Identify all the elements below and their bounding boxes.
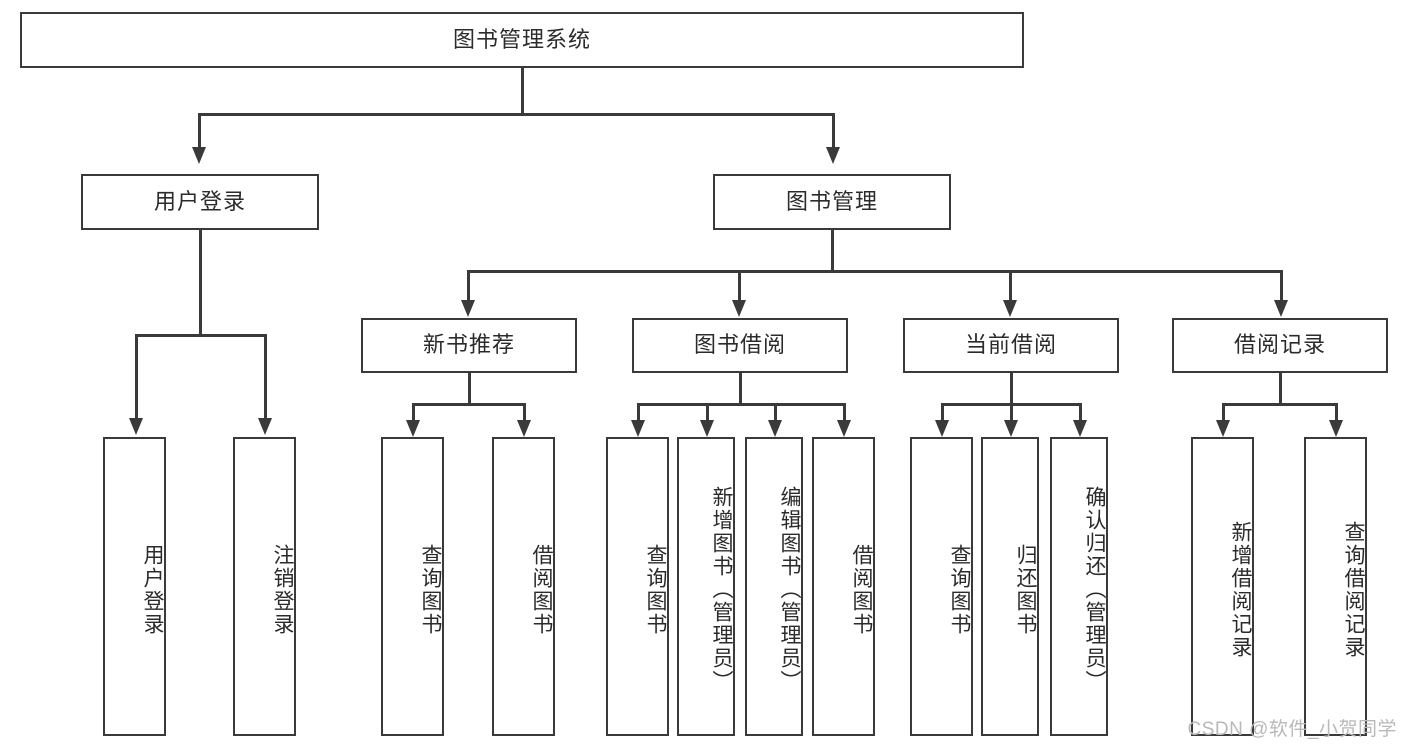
node-root[interactable]: 图书管理系统: [20, 12, 1024, 68]
node-leaf-query-borrow-record[interactable]: 查询借阅记录: [1304, 437, 1367, 736]
node-book-manage[interactable]: 图书管理: [713, 174, 951, 230]
node-leaf-add-borrow-record[interactable]: 新增借阅记录: [1191, 437, 1254, 736]
node-current-borrow[interactable]: 当前借阅: [903, 318, 1119, 373]
arrow-leaf-user-login: [129, 418, 143, 435]
edge-user-login-bus: [135, 334, 266, 337]
edge-br-drop-2: [1335, 403, 1338, 423]
node-borrow-record[interactable]: 借阅记录: [1172, 318, 1388, 373]
edge-br-bus: [1222, 403, 1337, 406]
node-leaf-logout-login[interactable]: 注销登录: [233, 437, 296, 736]
node-leaf-return-book-label: 归还图书: [1014, 543, 1037, 636]
node-new-book-recommend[interactable]: 新书推荐: [361, 318, 577, 373]
arrow-leaf-return-book: [1004, 420, 1018, 437]
node-borrow-record-label: 借阅记录: [1233, 332, 1326, 358]
edge-bb-bus: [637, 403, 845, 406]
edge-nbr-drop-1: [412, 403, 415, 423]
node-leaf-borrow-book-1[interactable]: 借阅图书: [492, 437, 555, 736]
node-leaf-borrow-book-2-label: 借阅图书: [850, 543, 873, 636]
arrow-leaf-borrow-book-1: [517, 420, 531, 437]
edge-user-login-drop-1: [135, 334, 138, 420]
arrow-leaf-edit-book: [768, 420, 782, 437]
edge-user-login-drop-2: [264, 334, 267, 420]
node-leaf-edit-book[interactable]: 编辑图书（管理员）: [745, 437, 803, 736]
node-leaf-user-login[interactable]: 用户登录: [103, 437, 166, 736]
edge-br-drop-1: [1222, 403, 1225, 423]
arrow-leaf-add-borrow-record: [1216, 420, 1230, 437]
edge-bm-drop-1: [467, 270, 470, 302]
node-leaf-query-book-3[interactable]: 查询图书: [910, 437, 973, 736]
edge-book-manage-bus: [467, 270, 1281, 273]
edge-bb-drop-4: [843, 403, 846, 423]
edge-bm-drop-3: [1009, 270, 1012, 302]
node-leaf-query-borrow-record-label: 查询借阅记录: [1342, 520, 1365, 659]
node-root-label: 图书管理系统: [452, 26, 591, 52]
edge-bb-drop-2: [706, 403, 709, 423]
node-leaf-query-book-1-label: 查询图书: [419, 543, 442, 636]
node-leaf-query-book-2[interactable]: 查询图书: [606, 437, 669, 736]
node-leaf-borrow-book-1-label: 借阅图书: [530, 543, 553, 636]
edge-cb-drop-2: [1010, 403, 1013, 423]
node-leaf-query-book-1[interactable]: 查询图书: [381, 437, 444, 736]
edge-user-login-stem: [199, 230, 202, 336]
arrow-node-book-borrow: [732, 300, 746, 317]
node-leaf-query-book-3-label: 查询图书: [948, 543, 971, 636]
edge-nbr-bus: [412, 403, 525, 406]
arrow-leaf-query-book-3: [935, 420, 949, 437]
node-leaf-return-book[interactable]: 归还图书: [981, 437, 1039, 736]
edge-cb-drop-1: [941, 403, 944, 423]
arrow-leaf-borrow-book-2: [837, 420, 851, 437]
edge-bb-drop-1: [637, 403, 640, 423]
node-leaf-edit-book-label: 编辑图书（管理员）: [778, 486, 801, 693]
node-book-borrow-label: 图书借阅: [693, 332, 786, 358]
edge-book-manage-stem: [831, 230, 834, 272]
node-leaf-confirm-return-label: 确认归还（管理员）: [1083, 486, 1106, 693]
node-user-login[interactable]: 用户登录: [81, 174, 319, 230]
node-leaf-add-borrow-record-label: 新增借阅记录: [1229, 520, 1252, 659]
edge-cb-drop-3: [1079, 403, 1082, 423]
arrow-to-book-manage: [826, 147, 840, 164]
edge-root-bus: [198, 113, 835, 116]
edge-bb-drop-3: [774, 403, 777, 423]
node-user-login-label: 用户登录: [153, 188, 246, 214]
arrow-node-borrow-record: [1274, 300, 1288, 317]
node-current-borrow-label: 当前借阅: [964, 332, 1057, 358]
node-leaf-add-book[interactable]: 新增图书（管理员）: [677, 437, 735, 736]
edge-to-book-manage: [832, 113, 835, 149]
node-book-manage-label: 图书管理: [785, 188, 878, 214]
arrow-node-new-book-recommend: [461, 300, 475, 317]
node-book-borrow[interactable]: 图书借阅: [632, 318, 848, 373]
node-leaf-logout-login-label: 注销登录: [271, 543, 294, 636]
node-leaf-user-login-label: 用户登录: [141, 543, 164, 636]
arrow-leaf-add-book: [700, 420, 714, 437]
arrow-leaf-confirm-return: [1073, 420, 1087, 437]
arrow-leaf-query-book-1: [406, 420, 420, 437]
edge-bm-drop-4: [1280, 270, 1283, 302]
node-new-book-recommend-label: 新书推荐: [422, 332, 515, 358]
arrow-leaf-query-book-2: [631, 420, 645, 437]
arrow-to-user-login: [192, 147, 206, 164]
edge-nbr-stem: [468, 373, 471, 405]
edge-root-stem: [521, 68, 524, 115]
edge-to-user-login: [198, 113, 201, 149]
edge-bm-drop-2: [738, 270, 741, 302]
arrow-leaf-query-borrow-record: [1329, 420, 1343, 437]
arrow-node-current-borrow: [1003, 300, 1017, 317]
node-leaf-query-book-2-label: 查询图书: [644, 543, 667, 636]
edge-br-stem: [1279, 373, 1282, 405]
arrow-leaf-logout-login: [258, 418, 272, 435]
edge-nbr-drop-2: [523, 403, 526, 423]
node-leaf-confirm-return[interactable]: 确认归还（管理员）: [1050, 437, 1108, 736]
node-leaf-borrow-book-2[interactable]: 借阅图书: [812, 437, 875, 736]
edge-bb-stem: [739, 373, 742, 405]
node-leaf-add-book-label: 新增图书（管理员）: [710, 486, 733, 693]
edge-cb-stem: [1010, 373, 1013, 405]
